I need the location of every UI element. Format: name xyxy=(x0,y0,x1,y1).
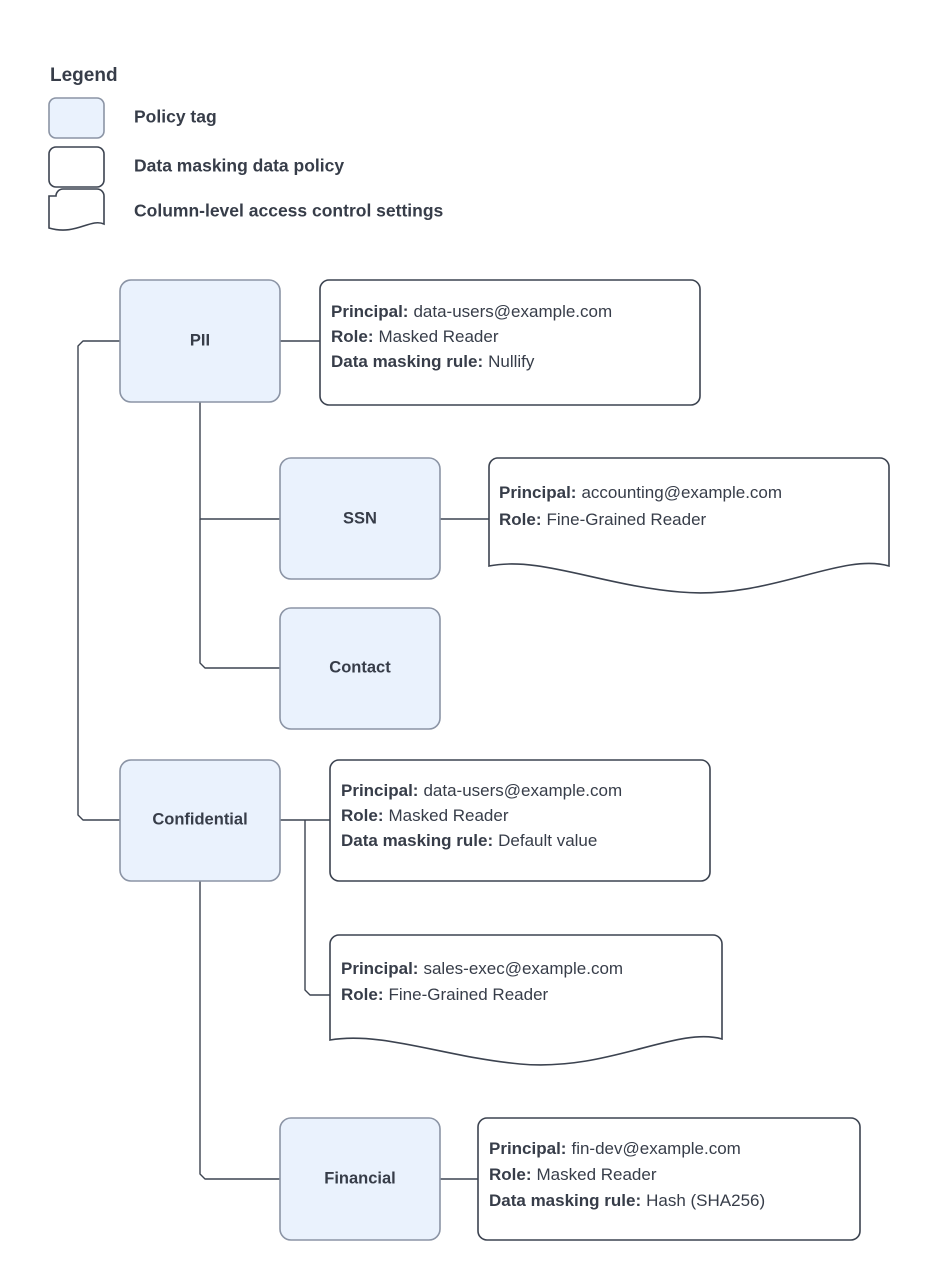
policy-key-principal: Principal: xyxy=(331,302,408,321)
policy-box-pii-masking-policy[interactable]: Principal: data-users@example.com Role: Ma… xyxy=(319,279,701,406)
policy-line-principal: Principal: fin-dev@example.com xyxy=(489,1139,741,1158)
policy-value-role: Masked Reader xyxy=(389,806,509,825)
node-financial-label: Financial xyxy=(324,1169,396,1187)
node-confidential-label: Confidential xyxy=(152,810,247,828)
node-contact[interactable]: Contact xyxy=(279,607,441,730)
legend-swatch-policy-tag-icon xyxy=(48,97,105,139)
policy-line-data-masking-rule: Data masking rule: Default value xyxy=(341,831,597,850)
node-pii-label: PII xyxy=(190,331,210,349)
node-ssn[interactable]: SSN xyxy=(279,457,441,580)
legend-title: Legend xyxy=(50,65,118,86)
policy-value-principal: sales-exec@example.com xyxy=(423,959,623,978)
policy-key-principal: Principal: xyxy=(341,781,418,800)
legend-swatch-data-masking-policy-icon xyxy=(48,146,105,188)
node-contact-shape[interactable] xyxy=(279,607,441,730)
connectors xyxy=(77,340,489,1180)
policy-line-role: Role: Fine-Grained Reader xyxy=(499,510,707,529)
policy-key-data-masking-rule: Data masking rule: xyxy=(341,831,493,850)
legend-label-data-masking-data-policy: Data masking data policy xyxy=(134,156,344,176)
policy-key-data-masking-rule: Data masking rule: xyxy=(489,1191,641,1210)
policy-value-data-masking-rule: Default value xyxy=(498,831,597,850)
node-pii-shape[interactable] xyxy=(119,279,281,403)
policy-line-role: Role: Masked Reader xyxy=(341,806,509,825)
policy-line-principal: Principal: sales-exec@example.com xyxy=(341,959,623,978)
policy-line-data-masking-rule: Data masking rule: Nullify xyxy=(331,352,535,371)
policy-value-principal: data-users@example.com xyxy=(413,302,612,321)
node-confidential-shape[interactable] xyxy=(119,759,281,882)
connector-confidential-column-access xyxy=(304,820,330,996)
policy-line-data-masking-rule: Data masking rule: Hash (SHA256) xyxy=(489,1191,765,1210)
legend-label-column-level-access-control-settings: Column-level access control settings xyxy=(134,201,444,221)
policy-key-principal: Principal: xyxy=(499,483,576,502)
policy-key-data-masking-rule: Data masking rule: xyxy=(331,352,483,371)
policy-value-role: Masked Reader xyxy=(537,1165,657,1184)
policy-key-role: Role: xyxy=(489,1165,532,1184)
policy-line-role: Role: Fine-Grained Reader xyxy=(341,985,549,1004)
node-pii[interactable]: PII xyxy=(119,279,281,403)
policy-key-principal: Principal: xyxy=(489,1139,566,1158)
policy-value-data-masking-rule: Nullify xyxy=(488,352,535,371)
policy-box-pii-masking-policy-shape[interactable] xyxy=(319,279,701,406)
node-confidential[interactable]: Confidential xyxy=(119,759,281,882)
policy-box-ssn-column-access-shape[interactable] xyxy=(488,457,890,594)
legend-item-policy-tag: Policy tag xyxy=(48,97,217,139)
connector-pii-ssn xyxy=(199,402,280,520)
policy-value-role: Masked Reader xyxy=(379,327,499,346)
legend-item-column-level-access-control: Column-level access control settings xyxy=(48,188,444,231)
policy-key-principal: Principal: xyxy=(341,959,418,978)
policy-line-principal: Principal: data-users@example.com xyxy=(341,781,622,800)
policy-box-financial-masking-policy[interactable]: Principal: fin-dev@example.com Role: Maske… xyxy=(477,1117,861,1241)
policy-box-confidential-masking-policy-shape[interactable] xyxy=(329,759,711,882)
policy-value-role: Fine-Grained Reader xyxy=(389,985,549,1004)
policy-value-principal: accounting@example.com xyxy=(581,483,782,502)
policy-line-principal: Principal: data-users@example.com xyxy=(331,302,612,321)
node-financial[interactable]: Financial xyxy=(279,1117,441,1241)
node-contact-label: Contact xyxy=(329,658,391,676)
policy-box-confidential-column-access-shape[interactable] xyxy=(329,934,723,1066)
node-ssn-shape[interactable] xyxy=(279,457,441,580)
legend-item-data-masking-data-policy: Data masking data policy xyxy=(48,146,344,188)
legend-label-policy-tag: Policy tag xyxy=(134,107,217,127)
connector-confidential-financial xyxy=(199,880,280,1180)
policy-line-role: Role: Masked Reader xyxy=(331,327,499,346)
policy-box-financial-masking-policy-shape[interactable] xyxy=(477,1117,861,1241)
policy-key-role: Role: xyxy=(499,510,542,529)
policy-key-role: Role: xyxy=(341,806,384,825)
policy-value-data-masking-rule: Hash (SHA256) xyxy=(646,1191,765,1210)
policy-key-role: Role: xyxy=(341,985,384,1004)
policy-box-confidential-masking-policy[interactable]: Principal: data-users@example.com Role: Ma… xyxy=(329,759,711,882)
policy-value-principal: data-users@example.com xyxy=(423,781,622,800)
connector-pii-contact xyxy=(199,519,280,669)
policy-key-role: Role: xyxy=(331,327,374,346)
node-ssn-label: SSN xyxy=(343,509,377,527)
policy-line-principal: Principal: accounting@example.com xyxy=(499,483,782,502)
policy-value-principal: fin-dev@example.com xyxy=(571,1139,740,1158)
policy-line-role: Role: Masked Reader xyxy=(489,1165,657,1184)
node-financial-shape[interactable] xyxy=(279,1117,441,1241)
connector-trunk-pii-confidential xyxy=(77,340,120,821)
policy-box-ssn-column-access[interactable]: Principal: accounting@example.com Role: Fi… xyxy=(488,457,890,594)
policy-value-role: Fine-Grained Reader xyxy=(547,510,707,529)
policy-box-confidential-column-access[interactable]: Principal: sales-exec@example.com Role: Fi… xyxy=(329,934,723,1066)
legend: Legend Policy tag Data masking data poli… xyxy=(48,65,444,231)
legend-swatch-column-level-access-icon xyxy=(48,188,105,231)
